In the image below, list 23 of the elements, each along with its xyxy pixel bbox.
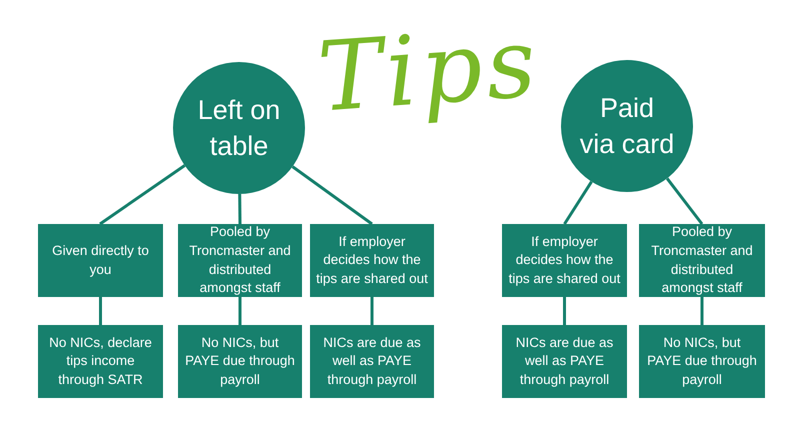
connector-line <box>99 164 186 226</box>
connector-line <box>292 165 373 226</box>
connector-line <box>563 180 593 225</box>
connector-line <box>99 297 102 325</box>
process-box: No NICs, declare tips income through SATR <box>38 325 163 398</box>
process-box: No NICs, but PAYE due through payroll <box>639 325 765 398</box>
process-box: NICs are due as well as PAYE through payroll <box>502 325 627 398</box>
process-box: No NICs, but PAYE due through payroll <box>178 325 302 398</box>
connector-line <box>563 297 566 325</box>
process-box: Pooled by Troncmaster and distributed amongst staff <box>178 224 302 297</box>
handwritten-title: Tips <box>314 14 543 126</box>
connector-line <box>238 297 242 325</box>
process-box: If employer decides how the tips are shared out <box>502 224 627 297</box>
connector-line <box>238 194 242 224</box>
connector-line <box>666 178 704 225</box>
category-circle: Left on table <box>173 62 305 194</box>
process-box: Given directly to you <box>38 224 163 297</box>
category-circle: Paid via card <box>561 60 693 192</box>
process-box: NICs are due as well as PAYE through payroll <box>310 325 434 398</box>
connector-line <box>370 297 374 325</box>
process-box: If employer decides how the tips are shared out <box>310 224 434 297</box>
connector-line <box>700 297 704 325</box>
process-box: Pooled by Troncmaster and distributed amongst staff <box>639 224 765 297</box>
